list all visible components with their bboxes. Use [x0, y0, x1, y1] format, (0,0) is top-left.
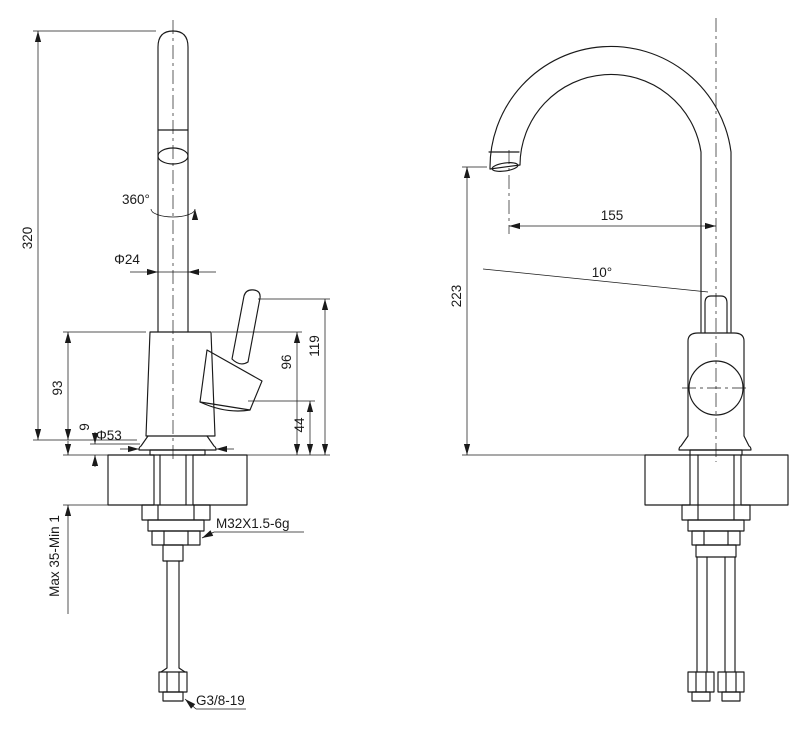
ball-joint-circle: [688, 360, 744, 416]
dim-label-spout-reach: 155: [601, 208, 624, 223]
spout-tube: [157, 30, 189, 333]
handle-front: [704, 295, 728, 334]
mounting-nut: [681, 504, 751, 521]
front-body-assembly: [678, 295, 752, 456]
base-gasket: [149, 449, 206, 456]
handle-lever: [231, 289, 261, 365]
shank-stub: [695, 544, 737, 558]
supply-hose: [166, 560, 180, 669]
mounting-nut-facets: [157, 504, 195, 521]
spout-outer-curve: [489, 45, 732, 333]
leader-arrow: [201, 530, 215, 539]
hose-connector-facets: [166, 671, 180, 693]
washer: [687, 519, 745, 532]
dim-label-height-44: 44: [292, 417, 307, 433]
spout-inner-curve: [519, 73, 702, 333]
hose-connector-nut: [687, 671, 715, 693]
spout-assembly: [150, 30, 199, 333]
shank-through-counter: [159, 454, 187, 506]
washer: [147, 519, 205, 532]
dim-label-base-diameter: Φ53: [96, 428, 122, 443]
shank-stub: [162, 544, 184, 562]
side-view: 320 93 9 Φ53 360° Φ24 119 96: [20, 20, 330, 710]
locking-nut-facets: [703, 530, 729, 546]
body-outline: [687, 332, 745, 437]
aerator-ellipse: [157, 147, 189, 165]
countertop-section: [107, 454, 248, 506]
locking-nut-facets: [163, 530, 189, 546]
countertop-section-front: [644, 454, 789, 506]
base-gasket: [689, 449, 743, 456]
shank-through-counter: [697, 454, 735, 506]
under-counter-assembly-front: [681, 504, 751, 702]
hose-neck: [160, 667, 186, 673]
body-outline: [145, 331, 216, 437]
mounting-nut: [141, 504, 211, 521]
dim-label-base-ring-height: 9: [77, 423, 92, 431]
countertop-left-block: [107, 454, 155, 506]
leader-arrow: [184, 698, 197, 710]
dim-label-outlet-height: 223: [449, 285, 464, 308]
hose-connector-nut: [717, 671, 745, 693]
hose-connector-nut: [158, 671, 188, 693]
swivel-rotation-arrow: [150, 208, 199, 221]
dim-label-mounting-thread: M32X1.5-6g: [216, 516, 290, 531]
countertop-left-block: [644, 454, 691, 506]
gooseneck-spout: [488, 45, 732, 333]
locking-nut: [151, 530, 201, 546]
front-view-dimensions: 155 10° 223: [449, 150, 716, 456]
dim-label-body-height: 93: [50, 380, 65, 395]
dim-label-outlet-angle: 10°: [592, 265, 612, 280]
locking-nut: [691, 530, 741, 546]
outlet-face-line: [489, 164, 521, 170]
dim-label-hose-thread: G3/8-19: [196, 693, 245, 708]
dim-label-mounting-thickness: Max 35-Min 1: [47, 515, 62, 597]
dim-label-height-96: 96: [279, 354, 294, 369]
hose-connector-facets: [725, 671, 737, 693]
angle-reference-line: [482, 268, 709, 293]
under-counter-assembly: [141, 504, 211, 702]
base-flange: [678, 435, 752, 451]
handle-cone-base-arc: [199, 401, 251, 412]
dim-label-height-119: 119: [307, 335, 322, 357]
front-view: 155 10° 223: [449, 18, 789, 702]
dim-label-swivel-angle: 360°: [122, 192, 150, 207]
hose-connector-cap: [162, 691, 184, 702]
countertop-right-block: [192, 454, 248, 506]
side-view-dimensions: 320 93 9 Φ53 360° Φ24 119 96: [20, 30, 330, 710]
dim-label-overall-height: 320: [20, 227, 35, 250]
hose-connector-cap: [691, 691, 711, 702]
hose-connector-facets: [695, 671, 707, 693]
countertop-right-block: [740, 454, 789, 506]
hose-connector-cap: [721, 691, 741, 702]
supply-hoses: [696, 556, 736, 673]
dim-label-spout-diameter: Φ24: [114, 252, 140, 267]
outlet-ellipse: [491, 162, 519, 172]
mounting-nut-facets: [697, 504, 735, 521]
base-flange: [138, 435, 217, 451]
body-assembly: [138, 289, 263, 456]
